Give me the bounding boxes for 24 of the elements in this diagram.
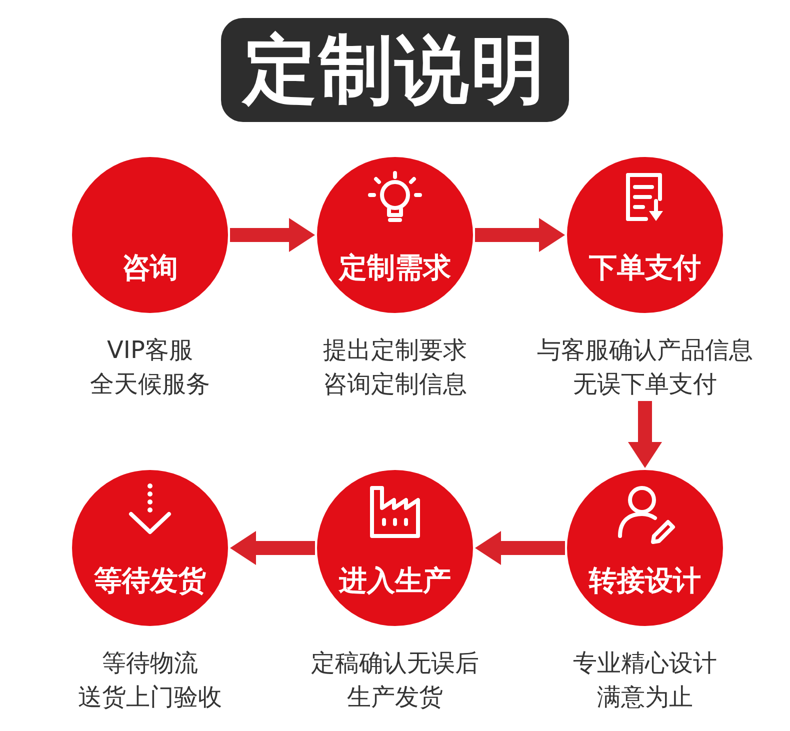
arrow: [475, 531, 565, 565]
description-text: 全天候服务: [89, 369, 211, 400]
description-text: 生产发货: [346, 682, 444, 713]
description-text: 无误下单支付: [572, 369, 718, 400]
step-title: 咨询: [121, 251, 179, 285]
description-text: VIP客服: [106, 335, 194, 366]
step-title: 转接设计: [588, 564, 702, 598]
arrow: [628, 401, 662, 468]
description-text: 提出定制要求: [322, 335, 468, 366]
title-heading: 定制说明: [221, 18, 569, 122]
description-text: 定稿确认无误后: [310, 648, 480, 679]
arrow: [230, 531, 315, 565]
step-title: 定制需求: [338, 251, 452, 285]
description-text: 满意为止: [596, 682, 694, 713]
arrow: [230, 218, 315, 252]
arrow: [475, 218, 565, 252]
description-text: 咨询定制信息: [322, 369, 468, 400]
description-text: 送货上门验收: [77, 682, 223, 713]
description-text: 与客服确认产品信息: [536, 335, 754, 366]
step-title: 下单支付: [588, 251, 702, 285]
step-title: 等待发货: [92, 564, 207, 598]
description-text: 等待物流: [101, 648, 199, 679]
description-text: 专业精心设计: [572, 648, 718, 679]
step-title: 进入生产: [338, 564, 452, 598]
